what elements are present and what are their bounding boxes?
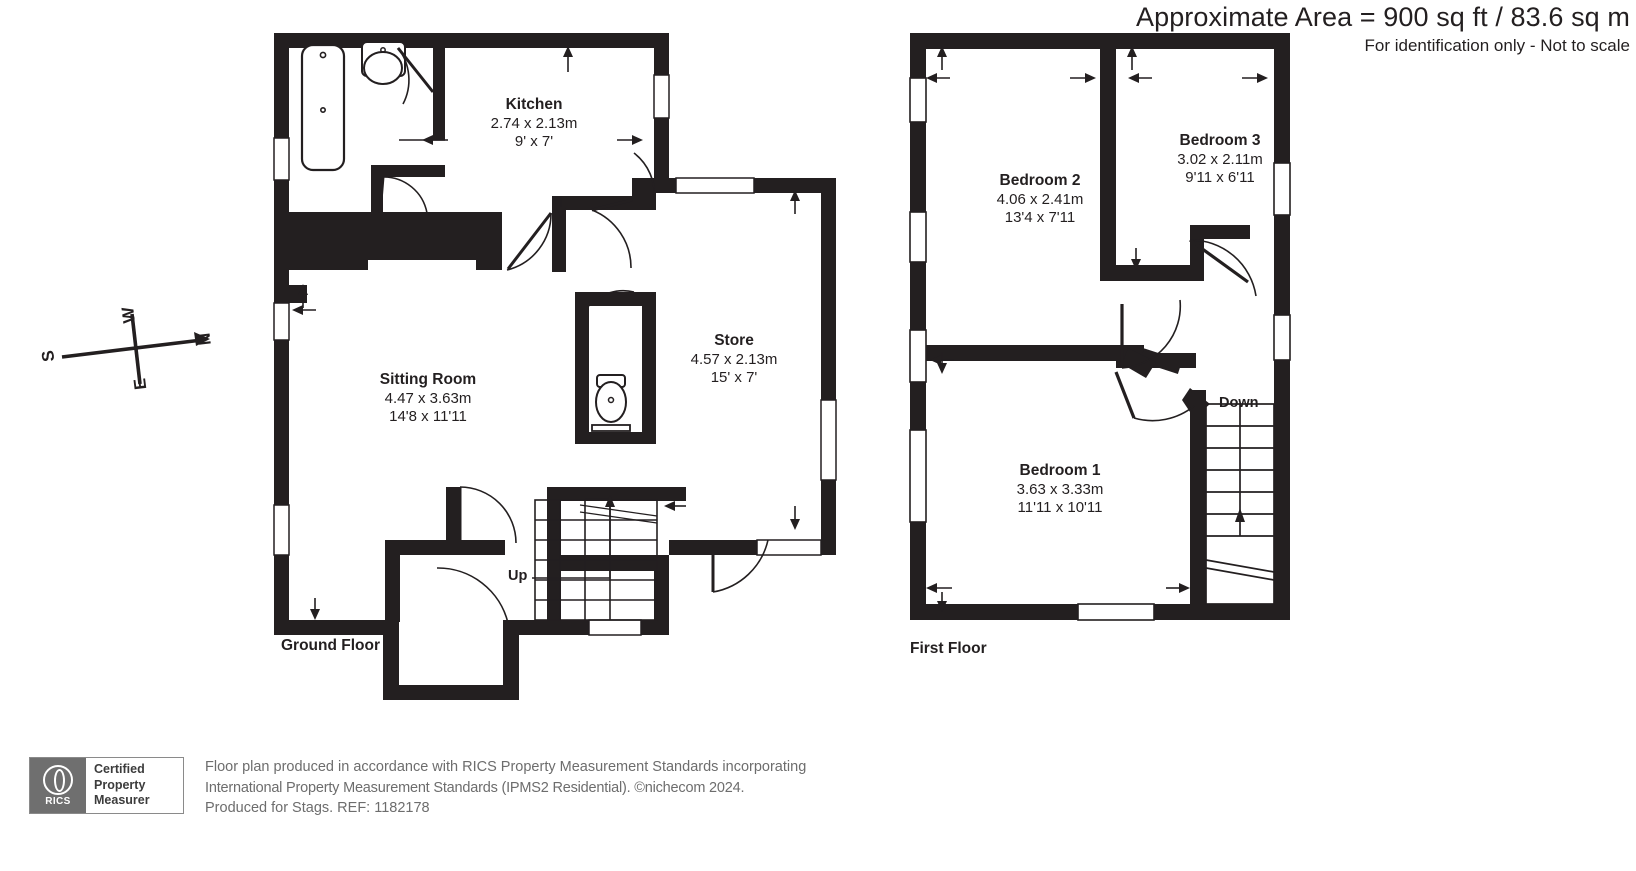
room-name: Bedroom 3 [1179, 132, 1261, 149]
identification-note: For identification only - Not to scale [1364, 36, 1630, 55]
room-metric: 4.06 x 2.41m [996, 190, 1084, 208]
room-name: Store [714, 332, 754, 349]
room-imperial: 11'11 x 10'11 [1017, 499, 1103, 517]
compass-rose [61, 313, 210, 385]
room-imperial: 15' x 7' [710, 369, 758, 387]
room-label-store: Store 4.57 x 2.13m 15' x 7' [658, 332, 810, 388]
disclaimer-line-1: Floor plan produced in accordance with R… [205, 759, 807, 775]
room-name: Kitchen [505, 96, 563, 113]
compass-label-west: W [118, 305, 139, 325]
first-floor-drawing [909, 33, 1291, 621]
room-metric: 3.63 x 3.33m [1016, 480, 1104, 498]
stair-direction-up-label: Up [508, 568, 528, 584]
compass-label-north: N [194, 331, 215, 347]
room-name: Sitting Room [379, 371, 477, 388]
badge-line-1: Certified [94, 762, 145, 776]
disclaimer-line-3: Produced for Stags. REF: 1182178 [205, 800, 430, 817]
room-metric: 4.47 x 3.63m [384, 389, 472, 407]
stair-direction-down-label: Down [1219, 395, 1259, 411]
room-label-kitchen: Kitchen 2.74 x 2.13m 9' x 7' [455, 96, 613, 152]
compass-label-east: E [130, 377, 151, 391]
room-label-bedroom-3: Bedroom 3 3.02 x 2.11m 9'11 x 6'11 [1140, 132, 1300, 188]
footer: RICS Certified Property Measurer Floor p… [0, 752, 1636, 871]
badge-line-2: Property [94, 777, 146, 792]
badge-line-3: Measurer [94, 793, 150, 807]
room-imperial: 9' x 7' [514, 133, 554, 151]
first-floor-title: First Floor [910, 640, 987, 657]
room-metric: 4.57 x 2.13m [690, 350, 778, 368]
room-label-bedroom-2: Bedroom 2 4.06 x 2.41m 13'4 x 7'11 [960, 172, 1120, 228]
room-label-bedroom-1: Bedroom 1 3.63 x 3.33m 11'11 x 10'11 [975, 462, 1145, 518]
room-metric: 2.74 x 2.13m [490, 114, 578, 132]
globe-icon [43, 764, 73, 795]
compass-label-south: S [38, 349, 59, 363]
room-metric: 3.02 x 2.11m [1177, 150, 1263, 168]
room-imperial: 9'11 x 6'11 [1185, 169, 1255, 187]
room-imperial: 14'8 x 11'11 [389, 408, 467, 426]
ground-floor-title: Ground Floor [281, 637, 381, 654]
approximate-area-title: Approximate Area = 900 sq ft / 83.6 sq m [1135, 2, 1630, 32]
room-name: Bedroom 1 [1019, 462, 1101, 479]
rics-badge-text: Certified Property Measurer [86, 758, 183, 813]
ground-floor-drawing [273, 33, 837, 700]
room-name: Bedroom 2 [999, 172, 1081, 189]
room-imperial: 13'4 x 7'11 [1004, 209, 1076, 227]
rics-wordmark: RICS [45, 795, 71, 807]
rics-certified-badge: RICS Certified Property Measurer [29, 757, 184, 814]
footer-disclaimer: Floor plan produced in accordance with R… [205, 757, 806, 819]
room-label-sitting-room: Sitting Room 4.47 x 3.63m 14'8 x 11'11 [348, 371, 508, 427]
rics-logo-icon: RICS [30, 758, 86, 813]
disclaimer-line-2: International Property Measurement Stand… [205, 779, 745, 796]
